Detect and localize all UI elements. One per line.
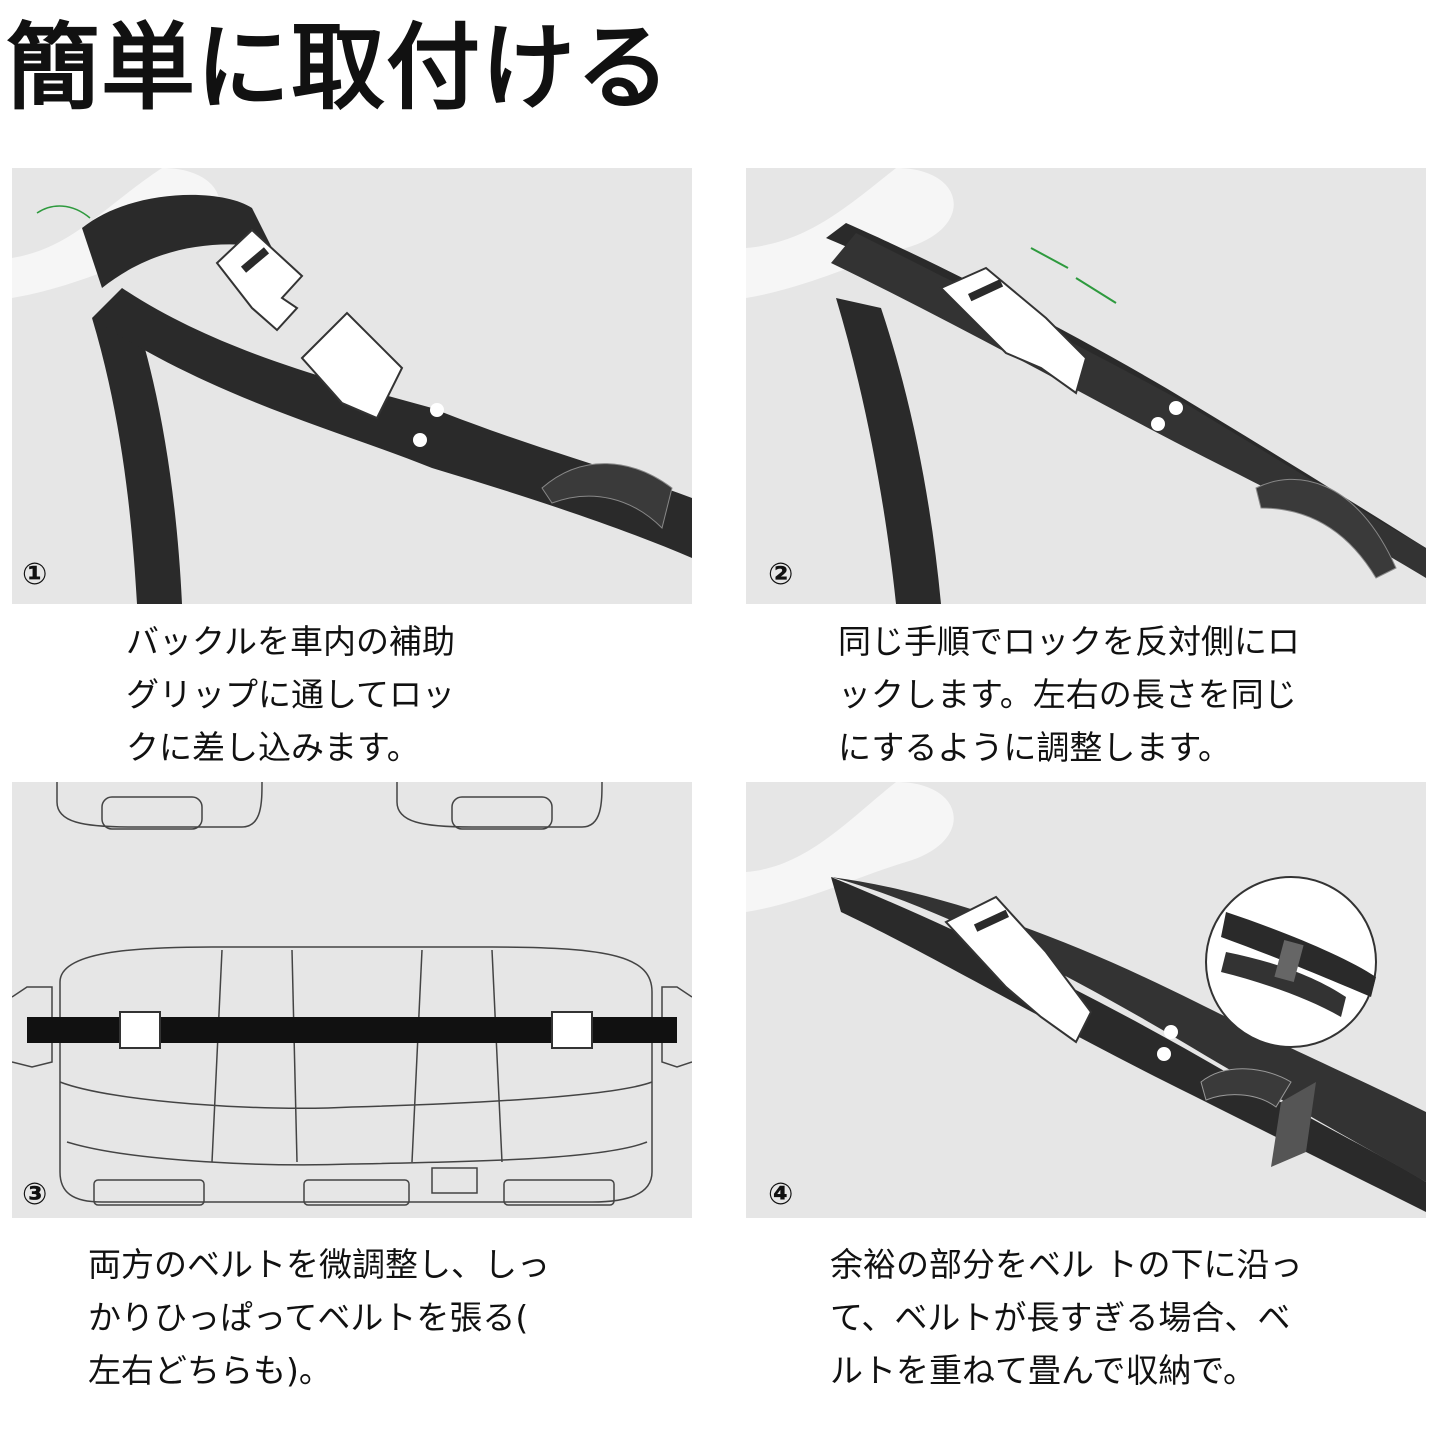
step-2-number: ② [768, 557, 794, 592]
page-title: 簡単に取付ける [6, 14, 672, 123]
step-4-caption: 余裕の部分をベル トの下に沿っ て、ベルトが長すぎる場合、ベ ルトを重ねて畳んで… [830, 1245, 1303, 1390]
buckle-icon [944, 895, 1093, 1044]
step-1-illustration: ① [12, 168, 692, 604]
step-3-illustration: ③ [12, 782, 692, 1218]
buckle-icon [215, 228, 404, 420]
buckle-icon [119, 1011, 593, 1049]
step-4-number: ④ [768, 1177, 794, 1212]
buckle-icon [939, 266, 1088, 395]
step-1-number: ① [22, 557, 48, 592]
magnifier-circle-icon [1205, 876, 1377, 1048]
seat-icon [12, 782, 692, 1206]
step-2-illustration: ② [746, 168, 1426, 604]
step-3-number: ③ [22, 1177, 48, 1212]
step-1-caption: バックルを車内の補助 グリップに通してロッ クに差し込みます。 [126, 622, 456, 767]
step-4-illustration: ④ [746, 782, 1426, 1218]
step-2-caption: 同じ手順でロックを反対側にロ ックします。左右の長さを同じ にするように調整しま… [838, 622, 1300, 767]
step-3-caption: 両方のベルトを微調整し、しっ かりひっぱってベルトを張る( 左右どちらも)。 [88, 1245, 550, 1390]
